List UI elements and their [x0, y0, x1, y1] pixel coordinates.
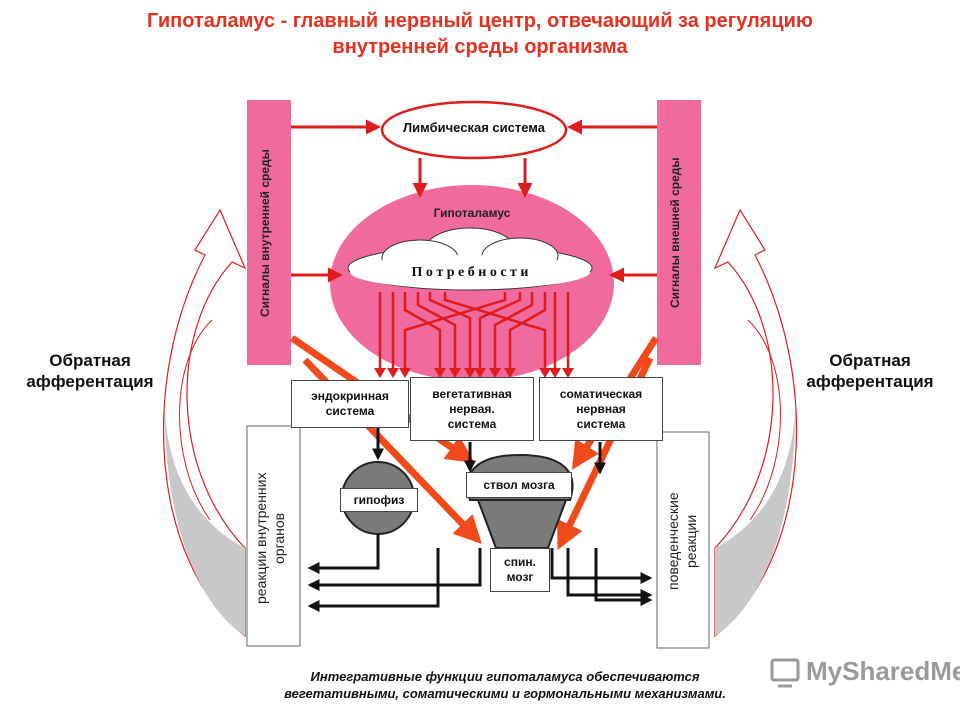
brainstem-shape [466, 453, 574, 549]
feedback-arrow-right [713, 208, 798, 638]
pituitary-label: гипофиз [340, 488, 418, 512]
feedback-arrow-left [162, 208, 247, 638]
title-line-1: Гипоталамус - главный нервный центр, отв… [147, 10, 813, 32]
behavior-reactions-label: поведенческие реакции [665, 492, 699, 590]
watermark-text: MySharedMe [806, 656, 960, 686]
somatic-system-box: соматическая нервная система [539, 377, 663, 441]
hypothalamus-output-lines [378, 292, 570, 370]
limbic-system-label: Лимбическая система [403, 120, 545, 135]
vegetative-system-box: вегетативная нервая. система [410, 377, 534, 441]
title-line-2: внутренней среды организма [332, 36, 628, 58]
brainstem-label: ствол мозга [466, 472, 572, 498]
page-title: Гипоталамус - главный нервный центр, отв… [0, 8, 960, 60]
spinal-cord-label: спин. мозг [490, 548, 550, 592]
needs-label: П о т р е б н о с т и [411, 265, 529, 280]
signals-internal-column [247, 100, 291, 365]
footer-caption: Интегративные функции гипоталамуса обесп… [284, 669, 726, 701]
signals-external-column [657, 100, 701, 365]
organ-reactions-box [246, 425, 301, 647]
feedback-right-label: Обратная афферентация [806, 351, 934, 391]
signals-external-label: Сигналы внешней среды [668, 157, 682, 309]
feedback-left-label: Обратная афферентация [26, 351, 154, 391]
signals-internal-label: Сигналы внутренней среды [258, 149, 272, 317]
organ-reactions-label: реакции внутренних органов [253, 472, 287, 604]
hypothalamus-label: Гипоталамус [433, 206, 511, 220]
endocrine-system-box: эндокринная система [291, 380, 409, 428]
limbic-ellipse [380, 100, 568, 160]
needs-cloud [347, 227, 593, 291]
watermark-icon [770, 658, 800, 688]
behavior-reactions-box [656, 431, 710, 649]
